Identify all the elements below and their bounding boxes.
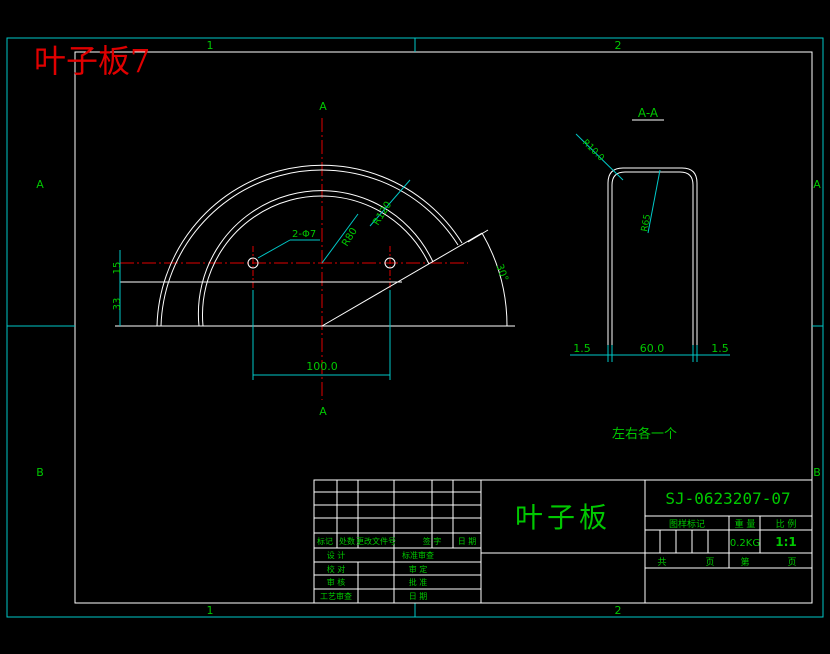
rev-header-mark: 标记 (317, 536, 333, 546)
rev-header-count: 处数 (339, 536, 355, 546)
u-profile-inner (611, 171, 694, 358)
angle-dim-arc (481, 232, 508, 327)
weight-label: 重 量 (735, 518, 756, 530)
dim-label-15: 15 (112, 262, 123, 275)
dim-leader-hole (257, 239, 291, 259)
cut-line (321, 232, 483, 327)
zone-top-2: 2 (615, 39, 622, 52)
role-authorize: 批 准 (409, 577, 428, 587)
inner-arc (197, 190, 434, 327)
section-mark-bottom: A (319, 405, 327, 418)
rev-header-sign: 签 字 (423, 536, 442, 546)
dim-label-33: 33 (112, 298, 123, 311)
dim-label-right: 1.5 (711, 342, 729, 355)
dim-label-center: 60.0 (640, 342, 665, 355)
note-text: 左右各一个 (612, 426, 677, 442)
section-title: A-A (638, 106, 659, 120)
drawing-number: SJ-0623207-07 (665, 489, 790, 508)
role-standard: 标准审查 (402, 550, 434, 560)
r10-leader (575, 133, 624, 181)
dim-label-r120: R120 (371, 200, 394, 228)
hole-left (247, 257, 259, 269)
weight-value: 0.2KG (730, 538, 760, 549)
dim-line-r120 (369, 179, 411, 227)
title-block (313, 479, 813, 604)
dim-label-r65: R65 (640, 213, 653, 232)
r65-leader (647, 169, 661, 234)
outer-arc (156, 164, 463, 327)
dim-label-r80: R80 (340, 226, 360, 249)
sheets-total: 共 (657, 557, 666, 568)
hole-right (384, 257, 396, 269)
zone-right-a: A (813, 178, 821, 191)
zone-left-b: B (36, 466, 44, 479)
rev-header-doc: 更改文件号 (356, 536, 396, 546)
rev-header-date: 日 期 (458, 537, 477, 546)
angle-ext (467, 229, 489, 243)
dim-line-r80 (321, 213, 359, 264)
dim-label-hole: 2-Φ7 (292, 229, 316, 240)
dim-label-angle: 30° (493, 263, 509, 283)
scale-value: 1:1 (775, 535, 797, 549)
zone-left-a: A (36, 178, 44, 191)
zone-bottom-2: 2 (615, 604, 622, 617)
role-process: 工艺审查 (320, 591, 352, 601)
sheet-page2: 页 (787, 557, 796, 568)
dim-label-100: 100.0 (306, 360, 338, 373)
part-name: 叶子板 (515, 501, 611, 534)
zone-right-b: B (813, 466, 821, 479)
role-review: 审 核 (327, 577, 346, 587)
role-approve: 审 定 (409, 564, 428, 574)
stage-label: 图样标记 (669, 518, 705, 530)
sheets-page: 页 (705, 557, 714, 568)
section-mark-top: A (319, 100, 327, 113)
role-design: 设 计 (327, 550, 346, 560)
dim-label-left: 1.5 (573, 342, 591, 355)
zone-top-1: 1 (207, 39, 214, 52)
inner-arc-outer (202, 195, 430, 327)
role-date: 日 期 (409, 592, 428, 601)
sheet-no: 第 (740, 556, 749, 568)
scale-label: 比 例 (776, 518, 797, 530)
role-check: 校 对 (327, 564, 346, 574)
zone-bottom-1: 1 (207, 604, 214, 617)
title-overlay: 叶子板7 (34, 42, 150, 80)
u-profile-outer (607, 167, 698, 358)
dim-label-r10: R10.0 (580, 138, 606, 164)
outer-arc-inner (160, 169, 459, 327)
